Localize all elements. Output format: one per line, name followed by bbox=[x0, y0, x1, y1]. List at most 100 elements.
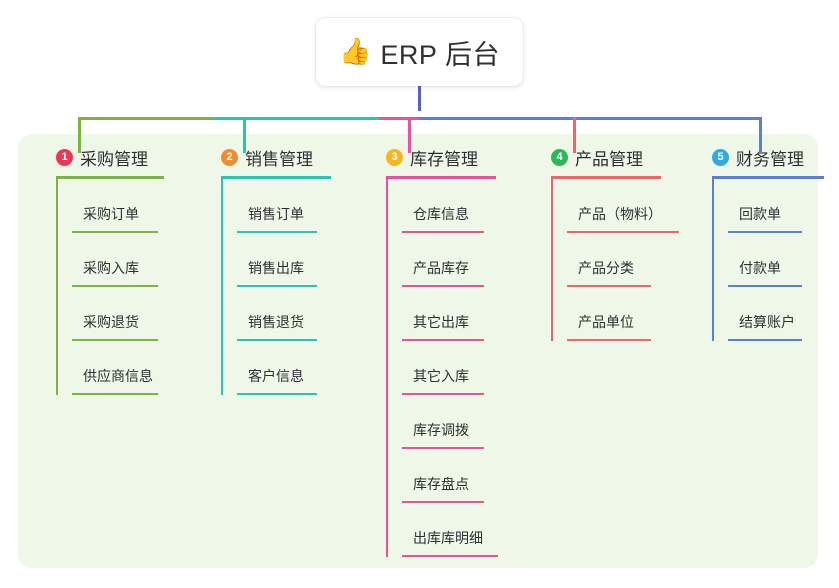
leaf-item-underline bbox=[237, 285, 317, 287]
branch-number-badge: 4 bbox=[551, 148, 568, 166]
leaf-item-underline bbox=[567, 285, 651, 287]
leaf-item[interactable]: 客户信息 bbox=[237, 341, 343, 395]
leaf-item[interactable]: 产品（物料） bbox=[567, 179, 679, 233]
branch-spine bbox=[56, 179, 58, 395]
leaf-item-underline bbox=[728, 339, 802, 341]
branch-title: 采购管理 bbox=[80, 149, 148, 169]
branch-leaf-list: 仓库信息产品库存其它出库其它入库库存调拨库存盘点出库库明细 bbox=[386, 179, 508, 557]
branch-header-rule bbox=[551, 176, 661, 179]
bus-segment-1 bbox=[78, 117, 214, 120]
branch-column-5: 5 财务管理回款单付款单结算账户 bbox=[694, 145, 836, 341]
leaf-item[interactable]: 采购退货 bbox=[72, 287, 176, 341]
branch-leaf-list: 销售订单销售出库销售退货客户信息 bbox=[221, 179, 343, 395]
leaf-item-label: 其它出库 bbox=[413, 314, 469, 330]
leaf-item-label: 回款单 bbox=[739, 206, 781, 222]
leaf-item[interactable]: 产品分类 bbox=[567, 233, 673, 287]
leaf-item-underline bbox=[728, 231, 802, 233]
leaf-item[interactable]: 库存调拨 bbox=[402, 395, 508, 449]
bus-segment-4 bbox=[419, 117, 762, 120]
leaf-item[interactable]: 库存盘点 bbox=[402, 449, 508, 503]
branch-column-2: 2 销售管理销售订单销售出库销售退货客户信息 bbox=[203, 145, 343, 395]
branch-spine bbox=[221, 179, 223, 395]
leaf-item-label: 产品分类 bbox=[578, 260, 634, 276]
leaf-item-label: 采购退货 bbox=[83, 314, 139, 330]
branch-spine bbox=[386, 179, 388, 557]
branch-number-badge: 3 bbox=[386, 148, 403, 166]
leaf-item-underline bbox=[567, 231, 679, 233]
branch-header-rule bbox=[56, 176, 164, 179]
branch-spine bbox=[712, 179, 714, 341]
branch-header-1[interactable]: 1 采购管理 bbox=[38, 145, 176, 169]
branch-header-rule bbox=[386, 176, 496, 179]
leaf-item-underline bbox=[402, 231, 484, 233]
leaf-item-label: 库存盘点 bbox=[413, 476, 469, 492]
branch-leaf-list: 产品（物料） 产品分类产品单位 bbox=[551, 179, 679, 341]
leaf-item[interactable]: 仓库信息 bbox=[402, 179, 508, 233]
leaf-item[interactable]: 供应商信息 bbox=[72, 341, 176, 395]
leaf-item-underline bbox=[402, 339, 484, 341]
leaf-item[interactable]: 其它出库 bbox=[402, 287, 508, 341]
thumbs-up-icon: 👍 bbox=[339, 36, 372, 66]
leaf-item[interactable]: 采购订单 bbox=[72, 179, 176, 233]
root-node-card[interactable]: 👍 ERP 后台 bbox=[316, 18, 523, 86]
leaf-item[interactable]: 其它入库 bbox=[402, 341, 508, 395]
leaf-item[interactable]: 销售订单 bbox=[237, 179, 343, 233]
leaf-item-label: 出库库明细 bbox=[413, 530, 483, 546]
branch-title: 销售管理 bbox=[245, 149, 313, 169]
leaf-item-label: 客户信息 bbox=[248, 368, 304, 384]
leaf-item-label: 产品库存 bbox=[413, 260, 469, 276]
leaf-item-label: 销售订单 bbox=[248, 206, 304, 222]
drop-connector-2 bbox=[243, 117, 246, 153]
leaf-item-underline bbox=[237, 339, 317, 341]
branch-leaf-list: 回款单付款单结算账户 bbox=[712, 179, 836, 341]
leaf-item[interactable]: 产品单位 bbox=[567, 287, 673, 341]
branch-number-badge: 5 bbox=[712, 148, 729, 166]
leaf-item-underline bbox=[72, 393, 158, 395]
branch-title: 财务管理 bbox=[736, 149, 804, 169]
branch-header-5[interactable]: 5 财务管理 bbox=[694, 145, 836, 169]
leaf-item-underline bbox=[402, 285, 484, 287]
branch-header-2[interactable]: 2 销售管理 bbox=[203, 145, 343, 169]
branch-leaf-list: 采购订单采购入库采购退货供应商信息 bbox=[56, 179, 176, 395]
branch-header-rule bbox=[221, 176, 331, 179]
drop-connector-5 bbox=[759, 117, 762, 153]
leaf-item[interactable]: 产品库存 bbox=[402, 233, 508, 287]
leaf-item-underline bbox=[72, 339, 158, 341]
branch-header-3[interactable]: 3 库存管理 bbox=[368, 145, 508, 169]
leaf-item-label: 库存调拨 bbox=[413, 422, 469, 438]
leaf-item-label: 采购入库 bbox=[83, 260, 139, 276]
leaf-item[interactable]: 回款单 bbox=[728, 179, 836, 233]
leaf-item-underline bbox=[402, 555, 498, 557]
leaf-item-underline bbox=[567, 339, 651, 341]
leaf-item[interactable]: 付款单 bbox=[728, 233, 836, 287]
leaf-item-underline bbox=[72, 231, 158, 233]
branch-title: 库存管理 bbox=[410, 149, 478, 169]
branch-number-badge: 1 bbox=[56, 148, 73, 166]
leaf-item[interactable]: 销售退货 bbox=[237, 287, 343, 341]
leaf-item-underline bbox=[402, 393, 484, 395]
leaf-item[interactable]: 销售出库 bbox=[237, 233, 343, 287]
leaf-item[interactable]: 采购入库 bbox=[72, 233, 176, 287]
bus-segment-2 bbox=[214, 117, 379, 120]
leaf-item-underline bbox=[402, 501, 484, 503]
leaf-item-label: 产品单位 bbox=[578, 314, 634, 330]
bus-segment-3 bbox=[379, 117, 419, 120]
leaf-item-underline bbox=[72, 285, 158, 287]
leaf-item-label: 采购订单 bbox=[83, 206, 139, 222]
branch-column-3: 3 库存管理仓库信息产品库存其它出库其它入库库存调拨库存盘点出库库明细 bbox=[368, 145, 508, 557]
leaf-item-label: 结算账户 bbox=[739, 314, 795, 330]
branch-number-badge: 2 bbox=[221, 148, 238, 166]
leaf-item-label: 供应商信息 bbox=[83, 368, 153, 384]
leaf-item-label: 产品（物料） bbox=[578, 206, 662, 222]
leaf-item-label: 销售退货 bbox=[248, 314, 304, 330]
leaf-item[interactable]: 出库库明细 bbox=[402, 503, 508, 557]
drop-connector-4 bbox=[573, 117, 576, 153]
leaf-item[interactable]: 结算账户 bbox=[728, 287, 836, 341]
leaf-item-underline bbox=[728, 285, 802, 287]
root-node-title: ERP 后台 bbox=[380, 39, 500, 70]
leaf-item-label: 销售出库 bbox=[248, 260, 304, 276]
branch-spine bbox=[551, 179, 553, 341]
